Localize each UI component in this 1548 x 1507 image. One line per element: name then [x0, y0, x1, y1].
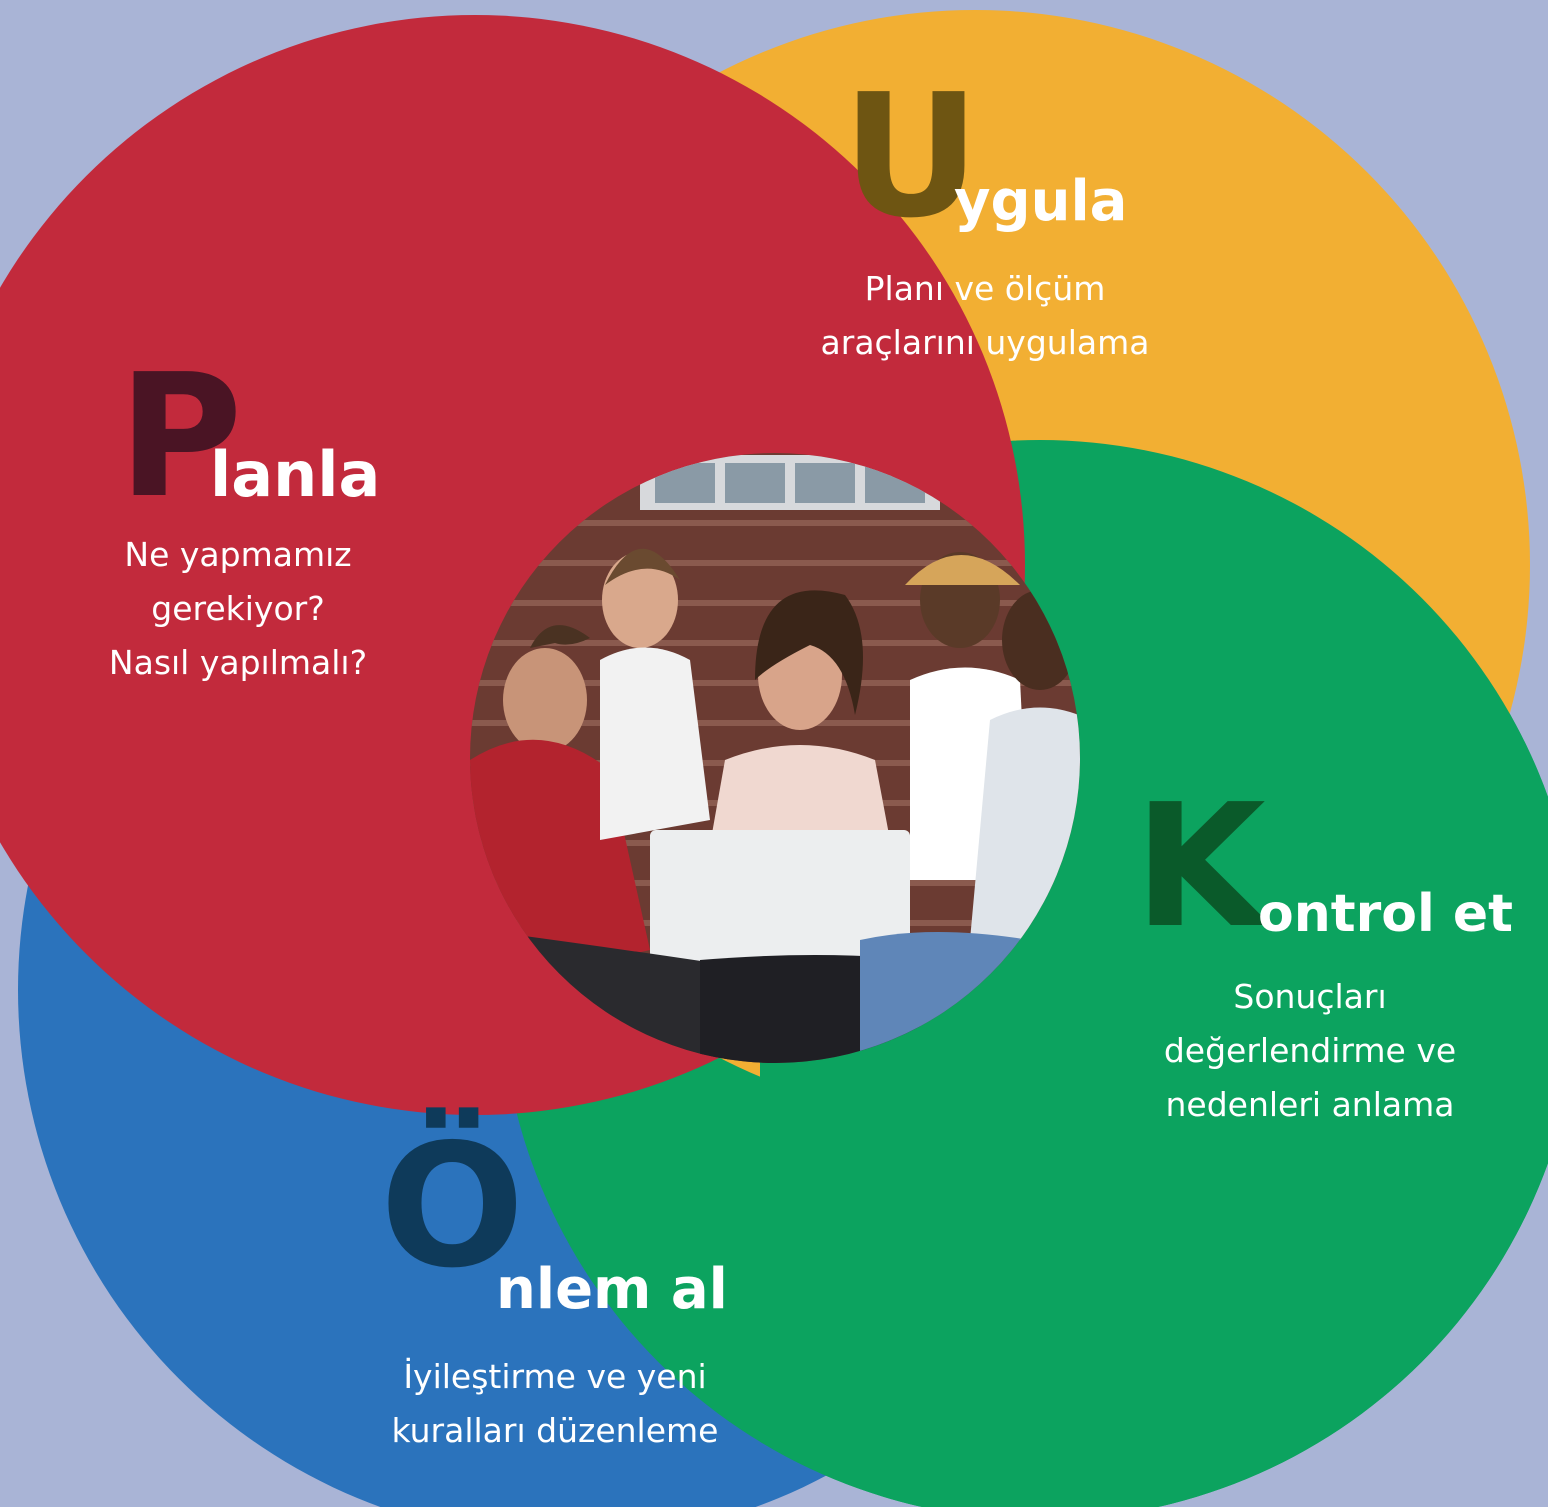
onlem-description: İyileştirme ve yeni kuralları düzenleme: [330, 1350, 780, 1458]
planla-description: Ne yapmamız gerekiyor? Nasıl yapılmalı?: [88, 528, 388, 690]
uygula-title: ygula: [954, 169, 1128, 234]
photo-step: [470, 600, 1080, 606]
photo-step: [470, 560, 1080, 566]
onlem-initial-letter: Ö: [380, 1108, 525, 1306]
photo-step: [470, 720, 1080, 726]
kontrol-desc-line: değerlendirme ve: [1163, 1031, 1457, 1070]
uygula-initial-letter: U: [842, 58, 981, 256]
kontrol-description: Sonuçları değerlendirme ve nedenleri anl…: [1130, 970, 1490, 1132]
planla-initial-letter: P: [118, 338, 243, 536]
uygula-desc-line: araçlarını uygulama: [820, 323, 1150, 362]
planla-desc-line: gerekiyor?: [151, 589, 325, 628]
kontrol-initial-letter: K: [1134, 768, 1266, 966]
planla-title: lanla: [210, 438, 381, 511]
kontrol-title: ontrol et: [1258, 884, 1514, 944]
photo-step: [470, 520, 1080, 526]
uygula-desc-line: Planı ve ölçüm: [864, 269, 1106, 308]
uygula-description: Planı ve ölçüm araçlarını uygulama: [780, 262, 1190, 370]
planla-desc-line: Ne yapmamız: [124, 535, 352, 574]
onlem-desc-line: İyileştirme ve yeni: [403, 1357, 707, 1396]
planla-desc-line: Nasıl yapılmalı?: [108, 643, 368, 682]
onlem-desc-line: kuralları düzenleme: [391, 1411, 719, 1450]
kontrol-desc-line: Sonuçları: [1233, 977, 1387, 1016]
onlem-title: nlem al: [496, 1257, 728, 1322]
kontrol-desc-line: nedenleri anlama: [1165, 1085, 1455, 1124]
